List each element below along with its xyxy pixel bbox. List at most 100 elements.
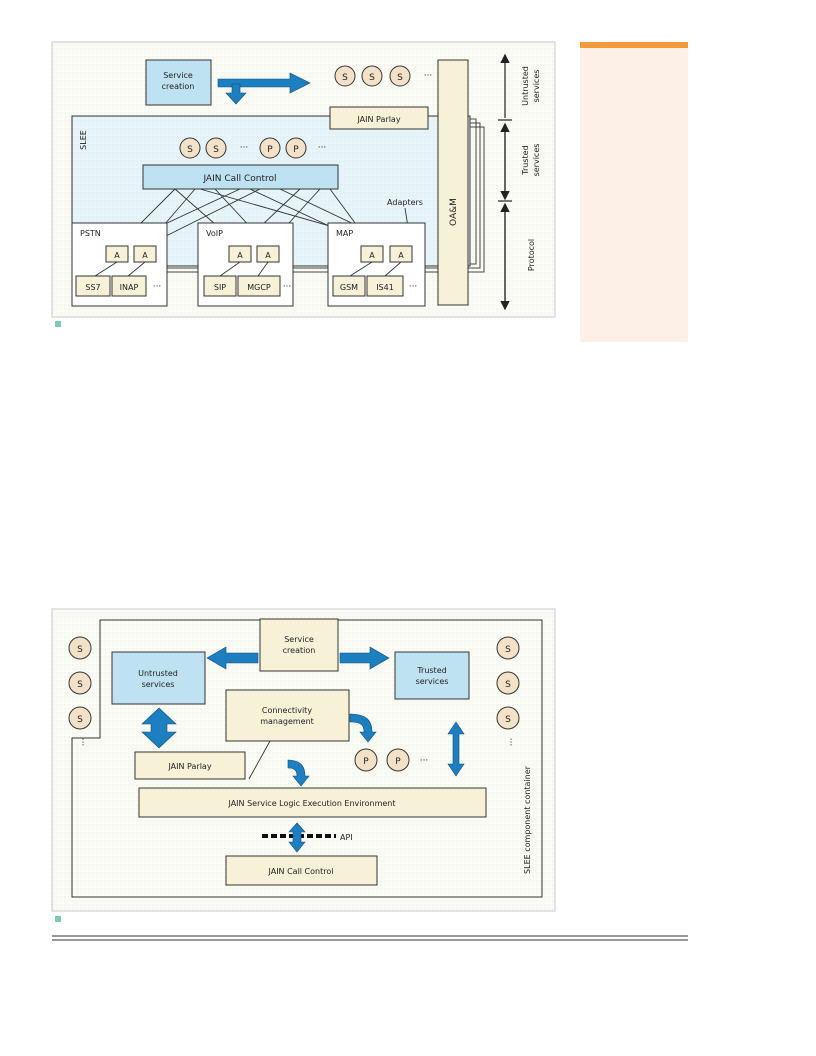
jain-slee-label: JAIN Service Logic Execution Environment [227, 799, 395, 808]
jain-call-control-box: JAIN Call Control [142, 164, 339, 190]
ellipsis-label: ··· [409, 282, 418, 292]
jain-parlay-label: JAIN Parlay [356, 115, 400, 124]
protocol-label: Protocol [527, 239, 536, 271]
slee-label: SLEE [79, 130, 88, 150]
untrusted-services-label-1: Untrusted [138, 669, 178, 678]
policy-circle-label: P [395, 757, 401, 767]
arrow-to-untrusted [206, 646, 259, 670]
service-creation-label-1: Service [163, 71, 193, 80]
gsm-label: GSM [340, 283, 358, 292]
flow-arrow-down [225, 83, 247, 105]
service-circle-label: S [213, 145, 219, 155]
oam-label: OA&M [449, 198, 459, 226]
adapter-label: A [142, 251, 148, 260]
trusted-services-label-1: Trusted [416, 666, 446, 675]
service-creation-box: Service creation [259, 618, 339, 672]
ellipsis-label: ··· [424, 71, 433, 81]
ellipsis-label: ··· [153, 282, 162, 292]
voip-label: VoIP [206, 229, 223, 238]
service-circle-label: S [342, 73, 348, 83]
adapter-label: A [369, 251, 375, 260]
untrusted-services-box: Untrusted services [111, 651, 206, 705]
sidebar-accent-bar [580, 42, 688, 48]
service-creation-label-1: Service [284, 635, 314, 644]
ellipsis-label: ··· [318, 143, 327, 153]
trusted-services-label-2: services [416, 677, 449, 686]
jain-parlay-label: JAIN Parlay [167, 762, 211, 771]
is41-label: IS41 [376, 283, 394, 292]
service-circle-label: S [397, 73, 403, 83]
ellipsis-label: ··· [420, 756, 429, 766]
ellipsis-label: ··· [77, 738, 87, 747]
pstn-block: PSTN A A SS7 INAP ··· [71, 222, 168, 307]
ellipsis-label: ··· [505, 738, 515, 747]
jain-call-control-label: JAIN Call Control [202, 174, 276, 184]
api-double-arrow [288, 822, 306, 853]
jain-call-control-label: JAIN Call Control [268, 867, 334, 876]
service-circle-label: S [77, 715, 83, 725]
mgcp-label: MGCP [247, 283, 271, 292]
figure-2: SLEE component container S S S ··· S S S… [51, 608, 556, 922]
map-block: MAP A A GSM IS41 ··· [327, 222, 426, 307]
service-circle-label: S [505, 680, 511, 690]
adapters-label: Adapters [387, 198, 423, 207]
trust-level-arrows [498, 53, 512, 311]
ellipsis-label: ··· [283, 282, 292, 292]
service-circle-label: S [77, 645, 83, 655]
figure-2-caption-marker [55, 916, 61, 922]
connectivity-label-1: Connectivity [262, 706, 312, 715]
policy-circle-label: P [363, 757, 369, 767]
ss7-label: SS7 [85, 283, 100, 292]
figure-1-caption-marker [55, 321, 61, 327]
connectivity-label-2: management [260, 717, 314, 726]
oam-box: OA&M [437, 59, 469, 306]
service-circle-label: S [77, 680, 83, 690]
flow-arrow-right [217, 72, 311, 94]
adapter-label: A [398, 251, 404, 260]
sidebar-box [580, 42, 688, 342]
trusted-service-circles: S S ··· P P ··· [179, 137, 327, 159]
trusted-services-box: Trusted services [394, 651, 470, 700]
adapter-label: A [265, 251, 271, 260]
inap-label: INAP [120, 283, 139, 292]
service-circle-label: S [505, 715, 511, 725]
untrusted-services-label-2: services [532, 70, 541, 103]
service-circle-label: S [369, 73, 375, 83]
voip-block: VoIP A A SIP MGCP ··· [197, 222, 294, 307]
untrusted-services-label-2: services [142, 680, 175, 689]
policy-circle-label: P [293, 145, 299, 155]
trusted-services-label-1: Trusted [521, 145, 530, 175]
arrow-to-trusted [339, 646, 390, 670]
curved-arrow-to-policies [349, 713, 377, 743]
policy-circle-label: P [267, 145, 273, 155]
ellipsis-label: ··· [240, 143, 249, 153]
map-label: MAP [336, 229, 353, 238]
trusted-services-label-2: services [532, 144, 541, 177]
service-circle-label: S [505, 645, 511, 655]
figure-1: Service creation S S S ··· SLEE JAIN Par… [51, 41, 556, 327]
jain-slee-box: JAIN Service Logic Execution Environment [138, 787, 487, 818]
service-creation-label-2: creation [283, 646, 316, 655]
jain-parlay-box: JAIN Parlay [134, 751, 246, 780]
jain-call-control-box: JAIN Call Control [225, 855, 378, 886]
adapter-label: A [237, 251, 243, 260]
api-label: API [340, 833, 353, 842]
jain-parlay-box: JAIN Parlay [329, 106, 429, 130]
service-creation-label-2: creation [162, 82, 195, 91]
untrusted-parlay-double-arrow [141, 707, 177, 749]
container-label: SLEE component container [523, 765, 532, 874]
policy-circles: P P ··· [354, 748, 429, 772]
untrusted-service-circles: S S S ··· [334, 65, 433, 87]
connectivity-management-box: Connectivity management [225, 689, 350, 742]
curved-arrow-to-slee [287, 759, 310, 787]
untrusted-service-circles: S S S ··· [68, 636, 92, 747]
connectivity-link-line [248, 740, 271, 780]
sip-label: SIP [214, 283, 226, 292]
service-circle-label: S [187, 145, 193, 155]
untrusted-services-label-1: Untrusted [521, 66, 530, 106]
adapter-label: A [114, 251, 120, 260]
trusted-service-circles: S S S ··· [496, 636, 520, 747]
service-creation-box: Service creation [145, 59, 212, 106]
trusted-double-arrow [447, 721, 465, 777]
